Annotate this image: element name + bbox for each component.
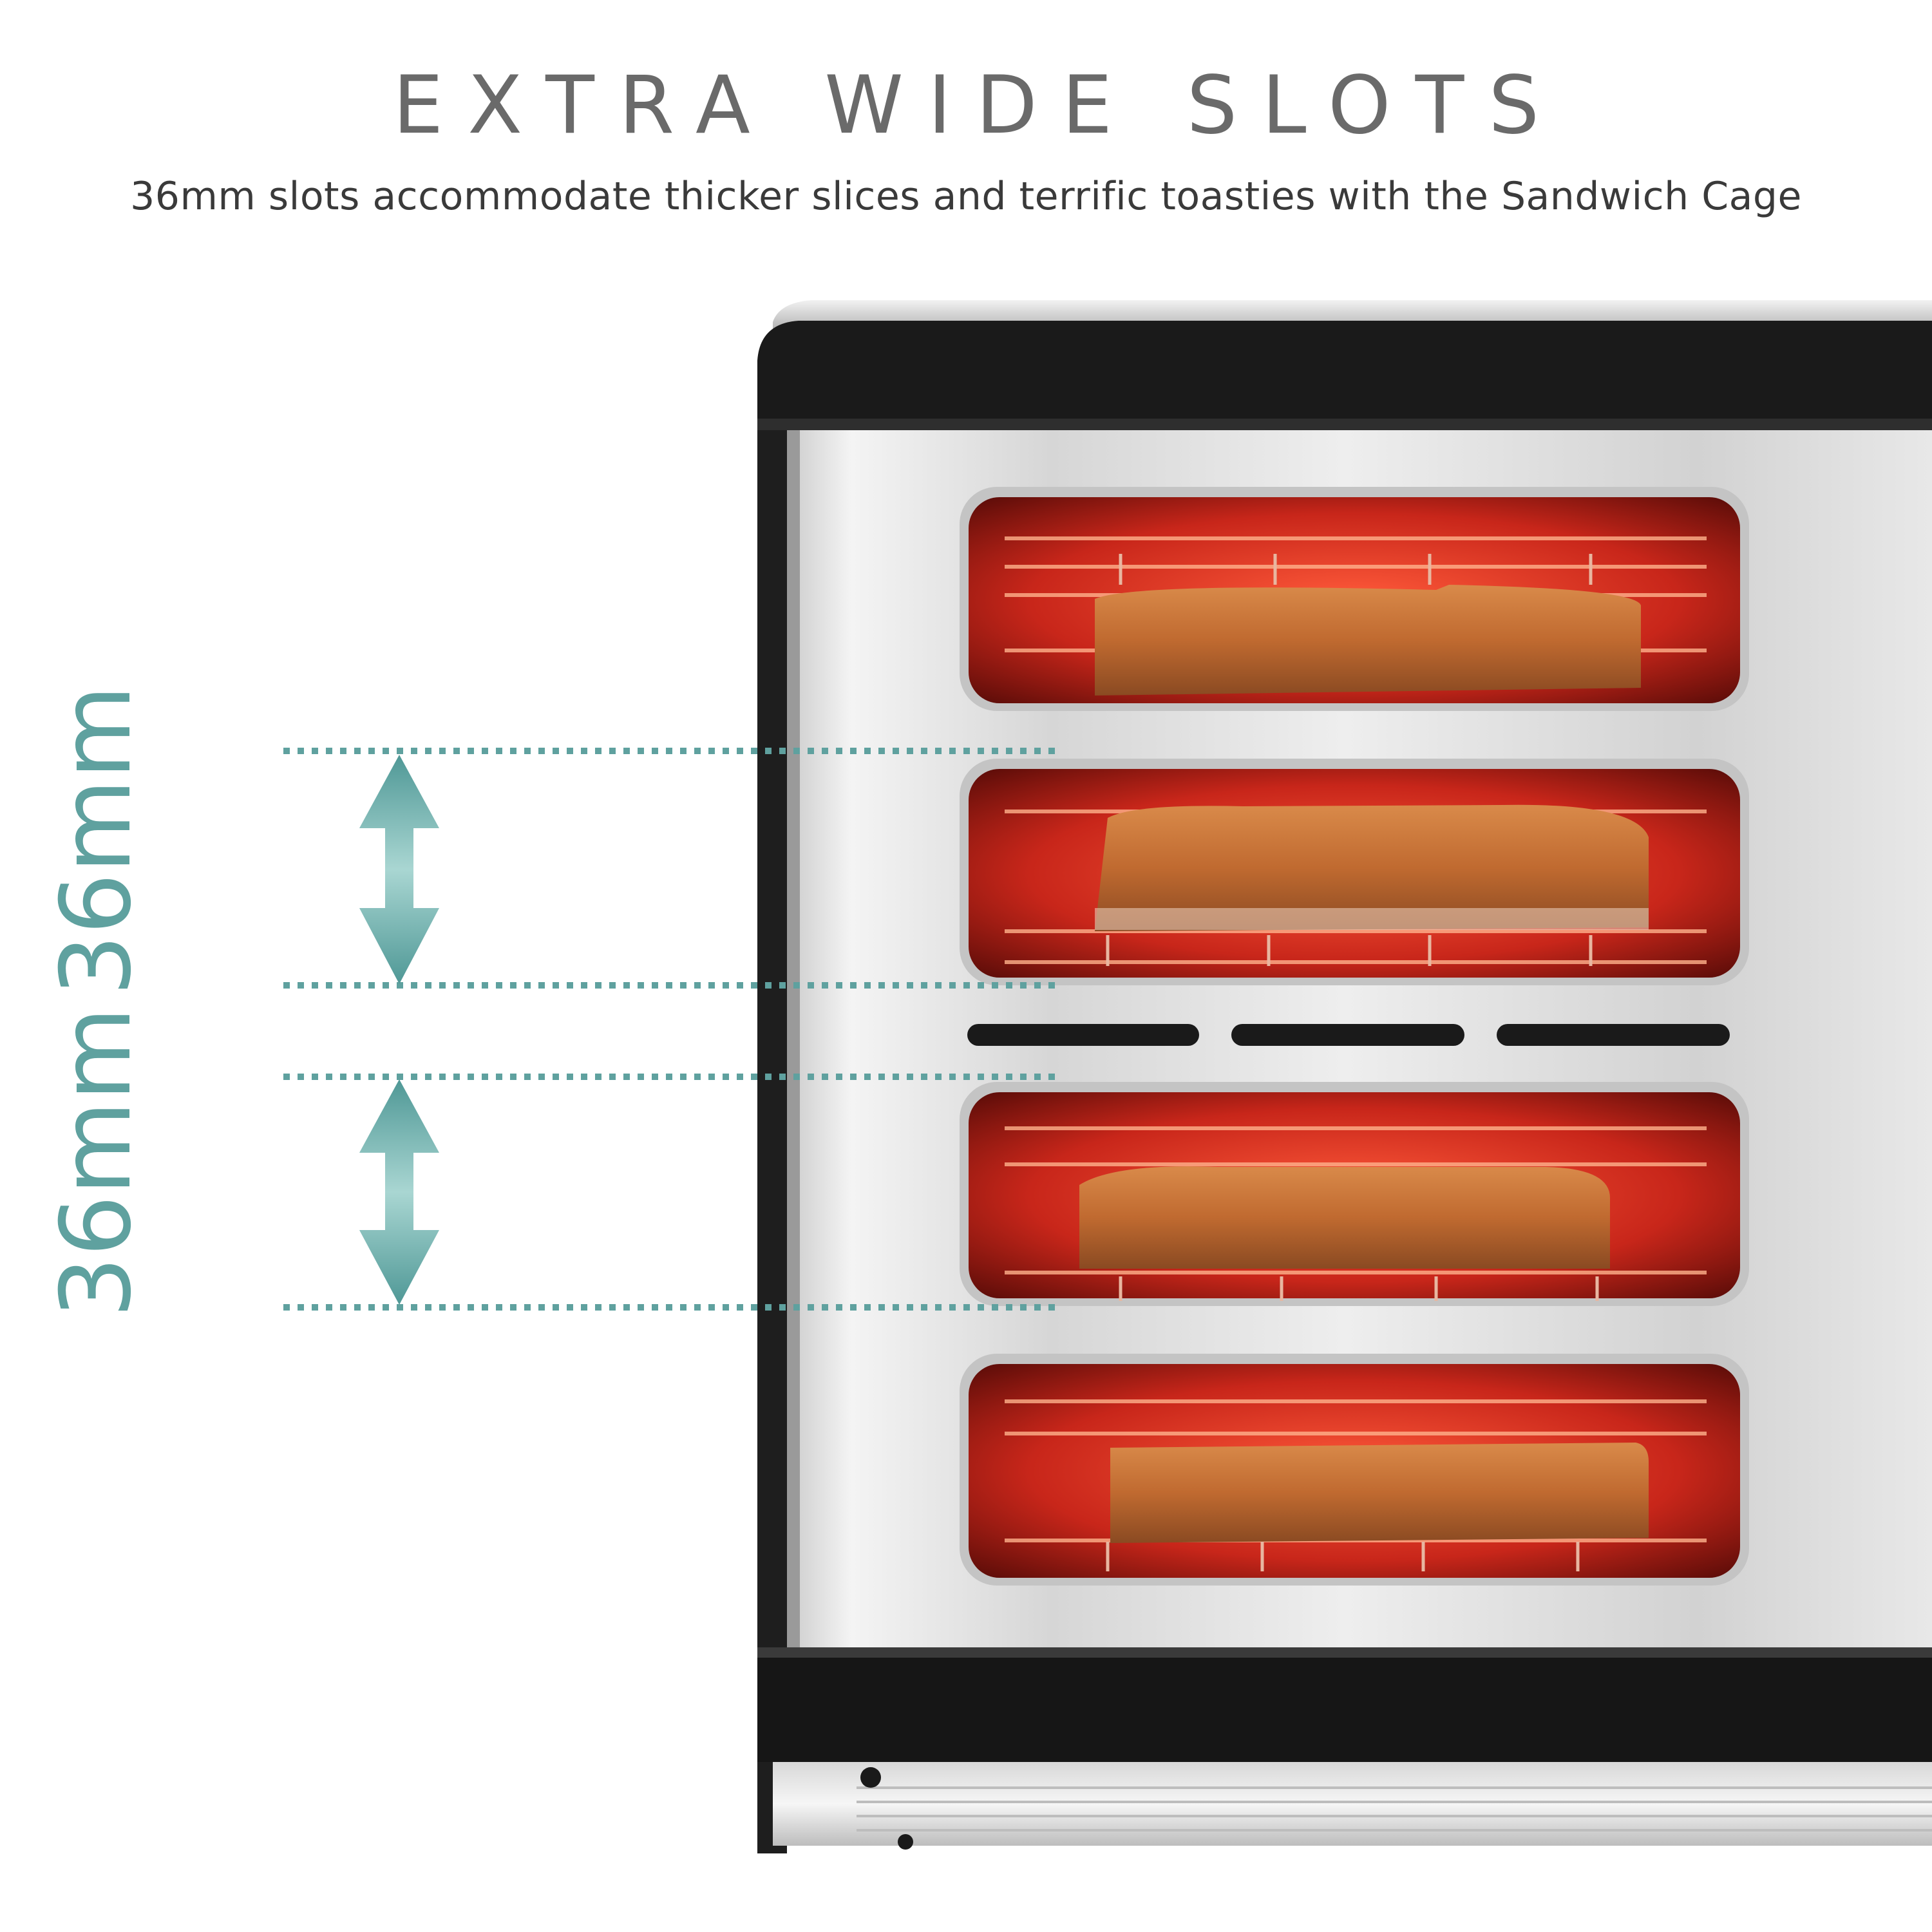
slot-width-label: 36mm <box>41 1007 153 1318</box>
headline: EXTRA WIDE SLOTS <box>392 59 1564 152</box>
toaster-slot-1 <box>960 487 1749 711</box>
double-arrow-icon <box>359 1079 439 1305</box>
double-arrow-icon <box>359 755 439 984</box>
subheadline: 36mm slots accommodate thicker slices an… <box>130 174 1802 219</box>
toaster-slot-3 <box>960 1082 1749 1306</box>
toaster-slot-2 <box>960 759 1749 985</box>
dimension-guides <box>283 748 1063 1311</box>
toaster-slot-4 <box>960 1354 1749 1586</box>
slot-width-label: 36mm <box>41 685 153 996</box>
